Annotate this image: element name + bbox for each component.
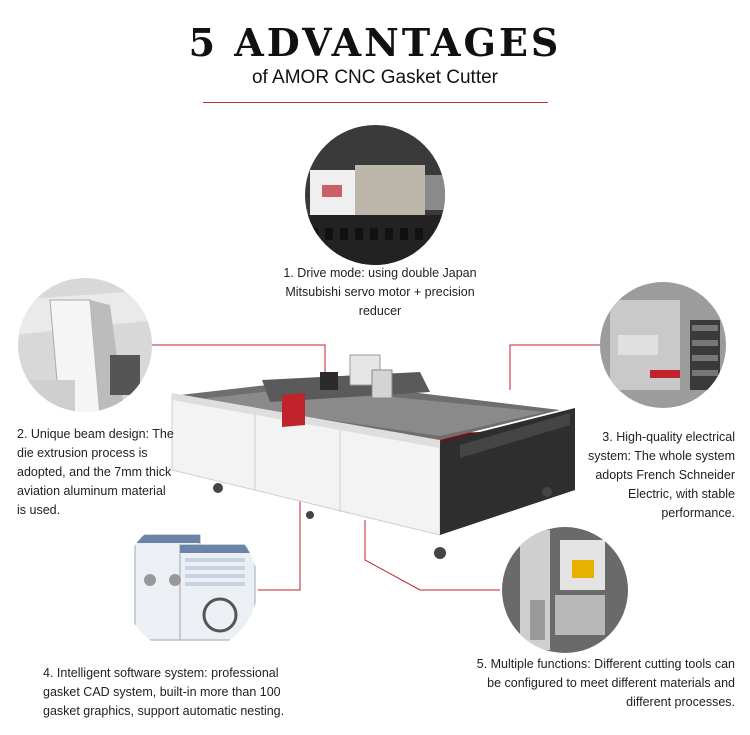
title-divider	[203, 102, 548, 103]
casters	[213, 483, 552, 559]
detail-beam-photo	[18, 278, 152, 412]
detail-servo-motor-photo	[305, 125, 445, 265]
machine-side-panel	[440, 408, 575, 535]
detail-software-photo	[122, 517, 258, 653]
connector-line-4	[250, 500, 301, 591]
advantage-5-caption: 5. Multiple functions: Different cutting…	[476, 657, 735, 709]
advantage-1-caption: 1. Drive mode: using double Japan Mitsub…	[283, 266, 477, 318]
gantry-red-end	[282, 393, 305, 427]
advantage-3-caption: 3. High-quality electrical system: The w…	[587, 430, 735, 520]
cnc-machine	[171, 354, 575, 559]
connector-lines	[150, 344, 605, 591]
connector-line-2	[150, 344, 326, 375]
page-title: 5 ADVANTAGES	[188, 20, 562, 65]
advantage-4-caption: 4. Intelligent software system: professi…	[43, 666, 285, 718]
advantage-2-caption: 2. Unique beam design: The die extrusion…	[17, 427, 174, 517]
page-subtitle: of AMOR CNC Gasket Cutter	[251, 67, 498, 88]
connector-line-5	[364, 520, 500, 591]
detail-electrical-photo	[600, 282, 726, 408]
detail-tools-photo	[502, 527, 628, 653]
connector-line-3	[509, 344, 605, 390]
